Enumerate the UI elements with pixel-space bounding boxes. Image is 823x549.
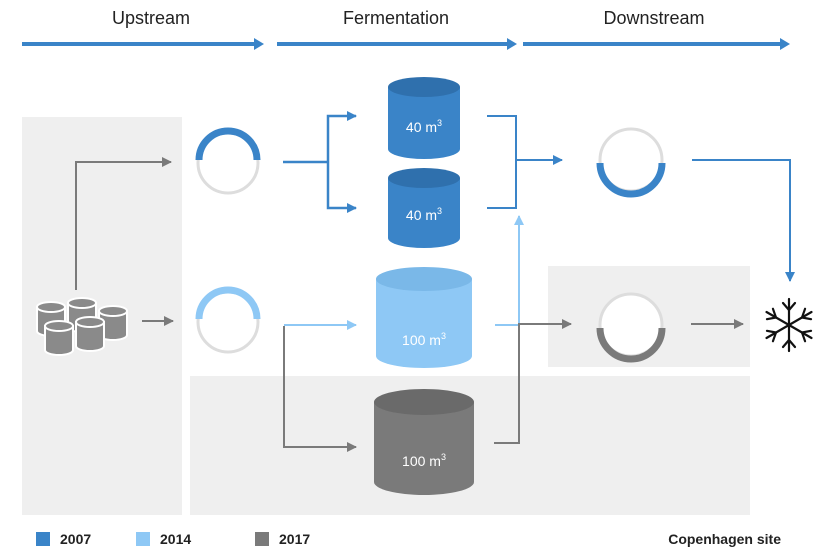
stage-fermentation-label: Fermentation <box>342 8 450 28</box>
stage-upstream-label: Upstream <box>111 8 191 28</box>
tank-40m3-a: 40 m3 <box>388 77 460 159</box>
stage-arrow-fermentation <box>277 38 517 50</box>
legend-swatch-2017 <box>255 532 269 546</box>
legend-item-2014: 2014 <box>136 531 191 547</box>
arrow-100m3-2017-to-downstream <box>494 319 572 444</box>
arrow-barrels-to-2007-seed <box>75 157 172 290</box>
process-diagram: 40 m3 40 m3 100 m3 100 m3 <box>22 38 813 515</box>
legend-swatch-2007 <box>36 532 50 546</box>
snowflake-icon <box>765 297 813 353</box>
legend-item-2007: 2007 <box>36 531 91 547</box>
stage-arrow-downstream <box>523 38 790 50</box>
legend-label-2014: 2014 <box>160 531 192 547</box>
tank-100m3-2014-label: 100 m3 <box>402 331 446 348</box>
legend-label-2007: 2007 <box>60 531 92 547</box>
site-label: Copenhagen site <box>668 531 781 547</box>
downstream-ring-2007 <box>596 127 666 198</box>
legend-label-2017: 2017 <box>279 531 311 547</box>
arrow-40m3-tanks-to-downstream <box>487 115 563 209</box>
legend-swatch-2014 <box>136 532 150 546</box>
tank-100m3-2014: 100 m3 <box>376 267 472 368</box>
legend: 2007 2014 2017 <box>0 531 823 549</box>
stage-arrow-upstream <box>22 38 264 50</box>
stage-downstream-label: Downstream <box>603 8 705 28</box>
arrow-100m3-2014-to-merge <box>495 215 524 326</box>
arrow-seed-to-100m3-2017 <box>283 326 357 452</box>
raw-material-barrels-icon <box>36 297 128 356</box>
tank-40m3-b: 40 m3 <box>388 168 460 248</box>
seed-vessel-ring-2007 <box>195 127 261 195</box>
downstream-ring-2017 <box>596 292 666 363</box>
tank-40m3-b-label: 40 m3 <box>406 206 442 223</box>
arrow-seed-to-40m3-tanks <box>283 111 357 213</box>
legend-item-2017: 2017 <box>255 531 310 547</box>
arrow-downstream-to-freeze-blue <box>692 159 795 282</box>
tank-100m3-2017-label: 100 m3 <box>402 452 446 469</box>
seed-vessel-ring-2014 <box>195 286 261 354</box>
tank-100m3-2017: 100 m3 <box>374 389 474 495</box>
tank-40m3-a-label: 40 m3 <box>406 118 442 135</box>
